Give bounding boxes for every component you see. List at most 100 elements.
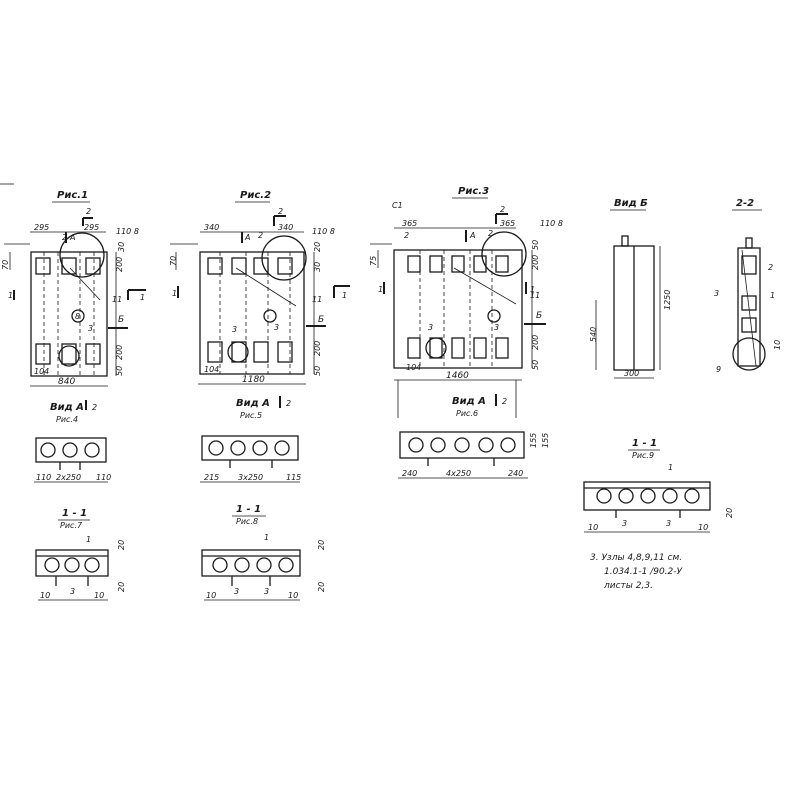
dim-3: 240 [508, 469, 523, 478]
callout-3: 3 [234, 587, 239, 596]
dim-left: 365 [402, 219, 417, 228]
node-104: 104 [406, 363, 421, 372]
dim-20: 20 [725, 508, 734, 518]
view-a-title: Вид А [50, 402, 84, 413]
dim-top: 75 [369, 256, 378, 266]
section-mark-right: 1 [530, 285, 535, 294]
callout-11: 11 [312, 295, 322, 304]
callout-2: 2 [768, 263, 773, 272]
callout-3: 3 [622, 519, 627, 528]
figure-3: Рис.3 С1 2 365 365 А 2 110 8 2 3 3 11 [369, 186, 563, 418]
callout-2-left: 2 [404, 231, 409, 240]
dim-1: 110 [36, 473, 51, 482]
section-sub: Рис.7 [60, 521, 83, 530]
dim-5: 155 [541, 433, 550, 448]
callout-1: 1 [668, 463, 673, 472]
callout-1: 1 [264, 533, 269, 542]
dim-1: 240 [402, 469, 417, 478]
section-title: 1 - 1 [632, 438, 657, 449]
section-sub: Рис.8 [236, 517, 258, 526]
node-label: 110 8 [116, 227, 139, 236]
callout-1: 1 [770, 291, 775, 300]
callout-b: Б [536, 311, 542, 321]
dim-20a: 20 [117, 540, 126, 550]
figure-1-title: Рис.1 [57, 190, 88, 201]
dim-4: 155 [529, 433, 538, 448]
node-label: 110 8 [540, 219, 563, 228]
view-b: Вид Б 1250 540 300 [589, 198, 672, 379]
section-1-1-fig9: 1 - 1 Рис.9 1 3 3 10 10 20 [583, 438, 734, 533]
dim-width: 1180 [242, 375, 265, 385]
view-b-title: Вид Б [614, 198, 648, 209]
note-line-1: 3. Узлы 4,8,9,11 см. [590, 553, 682, 563]
dim-50: 50 [313, 366, 322, 376]
section-sub: Рис.9 [632, 451, 654, 460]
dim-200: 200 [531, 255, 540, 270]
dim-2: 3х250 [238, 473, 263, 482]
dim-200-bottom: 200 [115, 345, 124, 360]
dim-200: 200 [313, 341, 322, 356]
dim-width: 1460 [446, 371, 469, 381]
node-label: 110 8 [312, 227, 335, 236]
view-mark: А [69, 233, 75, 242]
dim-right: 365 [500, 219, 515, 228]
dim-3: 115 [286, 473, 301, 482]
section-1-1-fig7: 1 - 1 Рис.7 1 3 10 10 20 20 [35, 508, 126, 601]
callout-11: 11 [530, 291, 540, 300]
note-block: 3. Узлы 4,8,9,11 см. 1.034.1-1 /90.2-У л… [590, 553, 683, 591]
view-a-sub: Рис.5 [240, 411, 262, 420]
view-mark: 2 [502, 397, 507, 406]
dim-top: 70 [169, 256, 178, 266]
figure-2: Рис.2 2 340 340 А 2 110 8 3 3 11 Б 1 [169, 190, 350, 385]
dim-30: 30 [117, 242, 126, 252]
section-2-2: 2-2 2 3 1 9 10 [714, 198, 782, 374]
callout-2: 2 [62, 233, 67, 242]
dim-200-bottom: 200 [531, 335, 540, 350]
callout-8: 8 [75, 312, 80, 321]
view-mark: 2 [92, 403, 97, 412]
dim-20: 20 [313, 242, 322, 252]
dim-1: 215 [204, 473, 219, 482]
dim-width: 840 [58, 377, 75, 387]
note-line-3: листы 2,3. [603, 581, 653, 591]
callout-3b: 3 [494, 323, 499, 332]
dim-200: 200 [115, 257, 124, 272]
callout-1: 1 [86, 535, 91, 544]
section-mark-left: 1 [8, 291, 13, 300]
node-104: 104 [34, 367, 49, 376]
figure-1: Рис.1 2 295 295 А 110 8 2 8 3 11 Б [1, 190, 146, 387]
dim-20b: 20 [317, 582, 326, 592]
section-mark-label: 2 [500, 205, 505, 214]
view-mark: А [469, 231, 475, 240]
view-a-sub: Рис.6 [456, 409, 478, 418]
dim-20a: 20 [317, 540, 326, 550]
dim-300: 300 [624, 369, 639, 378]
dim-left: 340 [204, 223, 219, 232]
section-mark-label: 2 [86, 207, 91, 216]
dim-50-bottom: 50 [531, 360, 540, 370]
dim-10-left: 10 [40, 591, 50, 600]
callout-11: 11 [112, 295, 122, 304]
dim-10-right: 10 [288, 591, 298, 600]
section-2-2-title: 2-2 [736, 198, 754, 209]
dim-540: 540 [589, 327, 598, 342]
section-mark-label: 2 [278, 207, 283, 216]
callout-10: 10 [773, 340, 782, 350]
callout-9: 9 [716, 365, 721, 374]
figure-2-title: Рис.2 [240, 190, 271, 201]
section-title: 1 - 1 [62, 508, 87, 519]
callout-3: 3 [232, 325, 237, 334]
dim-20b: 20 [117, 582, 126, 592]
section-mark-right: 1 [140, 293, 145, 302]
dim-2: 4х250 [446, 469, 471, 478]
section-1-1-fig8: 1 - 1 Рис.8 1 3 3 10 10 20 20 [201, 504, 326, 601]
callout-3: 3 [70, 587, 75, 596]
dim-2: 2х250 [56, 473, 81, 482]
dim-10-right: 10 [94, 591, 104, 600]
dim-50: 50 [115, 366, 124, 376]
callout-3b: 3 [264, 587, 269, 596]
view-a-fig5: Вид А Рис.5 2 215 3х250 115 [200, 396, 301, 483]
dim-right: 295 [84, 223, 99, 232]
dim-10-left: 10 [588, 523, 598, 532]
